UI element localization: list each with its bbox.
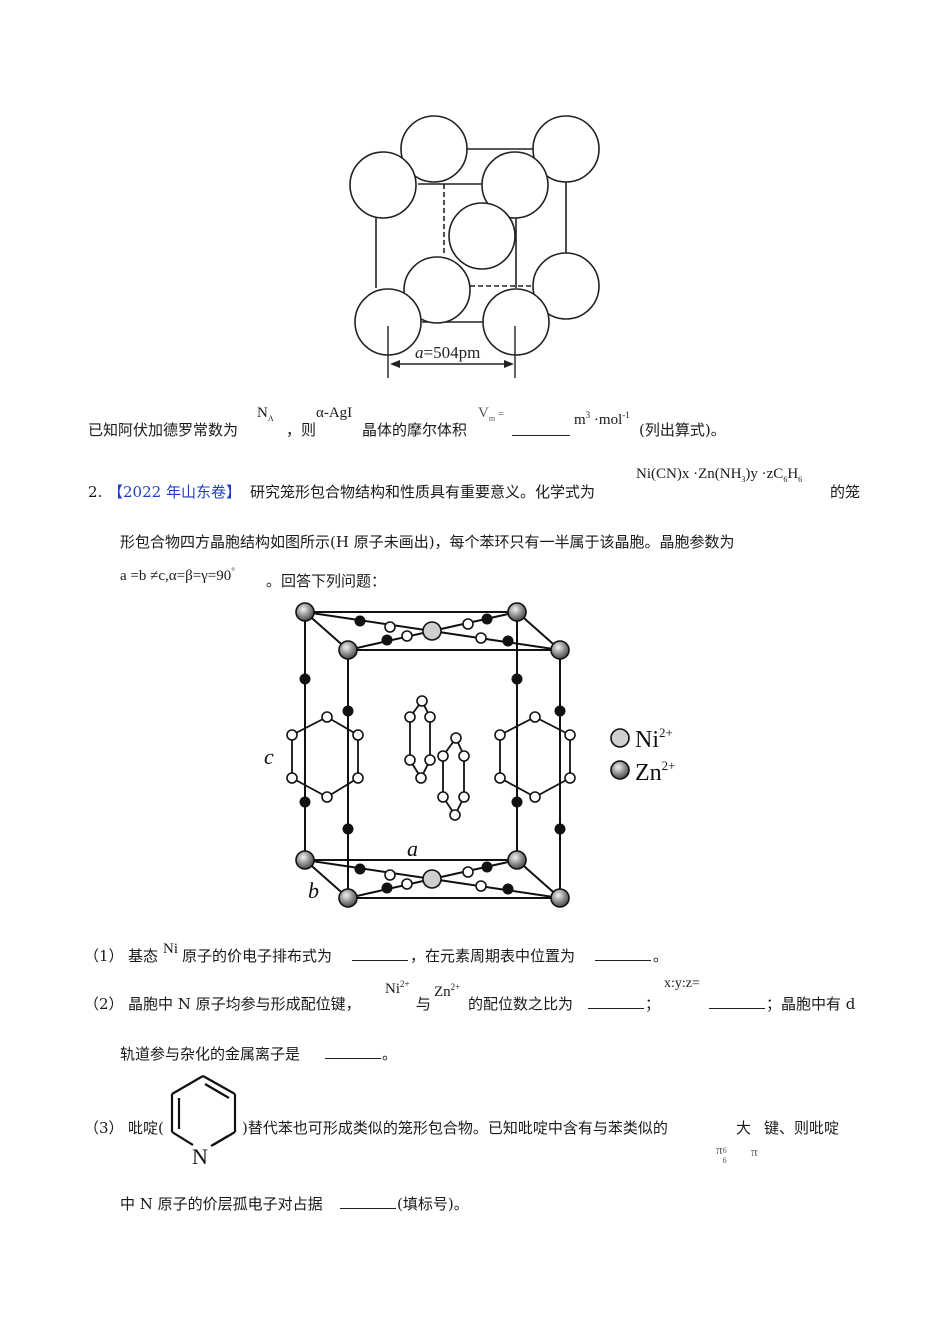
ni-symbol: Ni <box>163 941 178 957</box>
subquestion-2-number: （2） <box>84 995 124 1013</box>
svg-text:Ni2+: Ni2+ <box>635 725 673 753</box>
text: ，在元素周期表中位置为 <box>410 947 576 965</box>
xyz-label: x:y:z= <box>664 976 700 991</box>
text: ； <box>645 995 661 1013</box>
text: 的笼 <box>830 483 861 501</box>
text: 晶胞中 N 原子均参与形成配位键， <box>128 995 361 1013</box>
unit-m3: m3 ·mol-1 <box>574 410 630 428</box>
molar-volume-line: 已知阿伏加德罗常数为 <box>88 420 238 440</box>
agi-unit-cell-figure: a=504pm <box>349 115 600 378</box>
answer-blank-1b[interactable] <box>595 946 651 961</box>
vm-symbol: Vm = <box>478 405 505 423</box>
text: 大 <box>736 1119 752 1137</box>
text: (填标号)。 <box>397 1195 469 1213</box>
pi-symbol: π <box>751 1144 758 1159</box>
legend: Ni2+ Zn2+ <box>610 725 676 786</box>
answer-blank-3[interactable] <box>340 1194 396 1209</box>
answer-blank-vm[interactable] <box>512 421 570 436</box>
ni2-symbol: Ni2+ <box>385 979 410 997</box>
text: 。 <box>653 947 669 965</box>
text: 轨道参与杂化的金属离子是 <box>120 1045 301 1063</box>
text: 研究笼形包合物结构和性质具有重要意义。化学式为 <box>250 483 596 501</box>
text: 。回答下列问题： <box>266 572 387 590</box>
text: (列出算式)。 <box>639 421 726 439</box>
zn-legend-icon <box>610 760 630 780</box>
text: ，则 <box>286 421 317 439</box>
axis-label-a: a <box>407 836 418 861</box>
question-number: 2. <box>88 483 103 501</box>
text: 。 <box>382 1045 398 1063</box>
svg-text:N: N <box>192 1144 208 1168</box>
chemical-formula: Ni(CN)x ·Zn(NH3)y ·zC6H6 <box>636 466 803 484</box>
answer-blank-2c[interactable] <box>325 1044 381 1059</box>
answer-blank-2b[interactable] <box>709 994 765 1009</box>
text: 键、则吡啶 <box>764 1119 840 1137</box>
text: 中 N 原子的价层孤电子对占据 <box>120 1195 323 1213</box>
subquestion-1-number: （1） <box>84 947 124 965</box>
answer-blank-1a[interactable] <box>352 946 408 961</box>
lattice-param-label: a=504pm <box>415 343 480 362</box>
cell-params: a =b ≠c,α=β=γ=90° <box>120 566 235 584</box>
zn2-symbol: Zn2+ <box>434 982 461 1000</box>
ni-legend-icon <box>610 728 630 748</box>
text: )替代苯也可形成类似的笼形包合物。已知吡啶中含有与苯类似的 <box>242 1119 668 1137</box>
axis-label-b: b <box>308 878 319 903</box>
text: 吡啶( <box>128 1119 164 1137</box>
clathrate-unit-cell-figure: c a b Ni2+ Zn2+ <box>264 602 676 908</box>
subquestion-3-number: （3） <box>84 1119 124 1137</box>
text: 的配位数之比为 <box>468 995 574 1013</box>
svg-text:Zn2+: Zn2+ <box>635 758 676 786</box>
text: 与 <box>416 995 432 1013</box>
axis-label-c: c <box>264 744 274 769</box>
text: 形包合物四方晶胞结构如图所示(H 原子未画出)，每个苯环只有一半属于该晶胞。晶胞… <box>120 533 735 551</box>
text: ；晶胞中有 d <box>766 995 856 1013</box>
text: 晶体的摩尔体积 <box>362 421 468 439</box>
question-source-link[interactable]: 【2022 年山东卷】 <box>108 483 241 501</box>
text: 基态 <box>128 947 159 965</box>
text: 原子的价电子排布式为 <box>182 947 333 965</box>
na-symbol: NA <box>257 405 274 423</box>
answer-blank-2a[interactable] <box>588 994 644 1009</box>
pyridine-structure: N <box>170 1075 237 1168</box>
text: 已知阿伏加德罗常数为 <box>88 421 239 439</box>
agi-formula: α-AgI <box>316 405 353 421</box>
